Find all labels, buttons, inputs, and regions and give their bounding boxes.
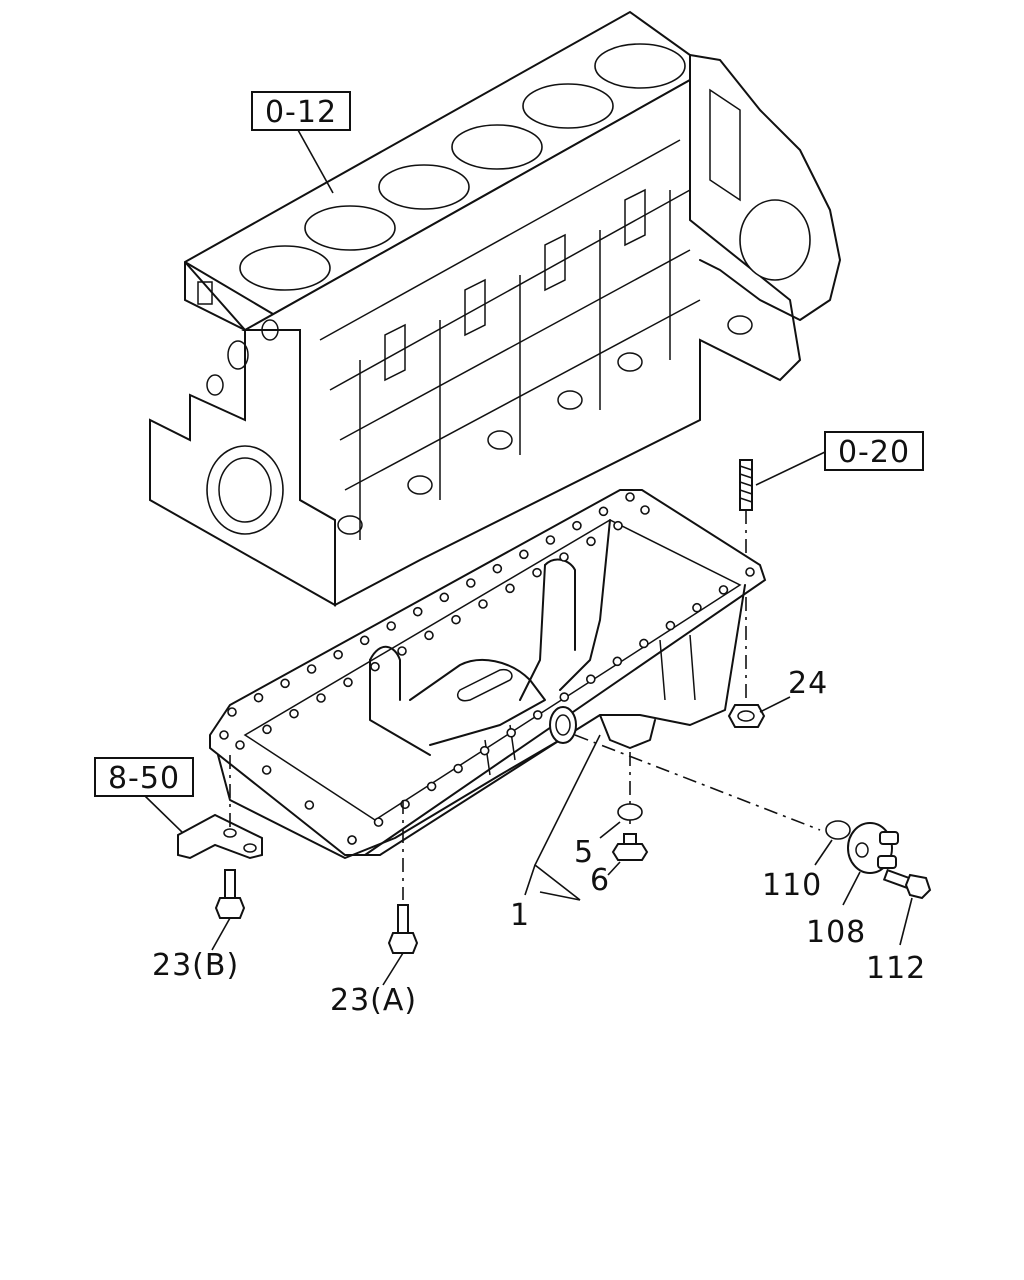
flange-bolt-hole [306,664,317,674]
flange-bolt-hole [479,745,490,756]
flange-bolt-hole [586,536,596,547]
flange-bolt-hole [612,656,623,667]
flange-bolt-hole [370,661,380,672]
flange-bolt-hole [692,602,702,613]
flange-bolt-hole [439,592,450,603]
flange-bolt-hole [492,563,503,574]
flange-bolt-hole [545,535,556,545]
callout-23a: 23(A) [330,983,417,1018]
cylinder-bore-4 [451,124,543,170]
cylinder-bore-3 [378,164,470,210]
bolt-23b [214,869,246,919]
flange-bolt-hole [465,578,476,588]
flange-bolt-hole [412,606,423,617]
reference-8-50[interactable]: 8-50 [94,757,194,797]
flange-bolt-hole [745,567,755,577]
flange-bolt-hole [235,740,245,750]
flange-bolt-hole [426,781,437,792]
flange-bolt-hole [559,552,569,562]
flange-bolt-hole [333,649,343,660]
o-ring-110 [825,820,851,840]
reference-0-12[interactable]: 0-12 [251,91,351,131]
flange-bolt-hole [397,646,407,656]
callout-1: 1 [510,898,530,933]
flange-bolt-hole [359,635,370,646]
flange-bolt-hole [718,585,729,595]
bolt-112 [882,868,932,900]
flange-bolt-hole [227,707,237,717]
flange-bolt-hole [424,630,434,641]
callout-108: 108 [806,915,866,950]
flange-bolt-hole [261,765,272,775]
flange-bolt-hole [532,567,542,578]
flange-bolt-hole [262,724,272,735]
flange-bolt-hole [316,693,326,703]
flange-bolt-hole [343,677,353,688]
flange-bolt-hole [280,678,290,689]
cylinder-block [149,10,841,607]
callout-112: 112 [866,951,926,986]
flange-bolt-hole [478,599,488,609]
cover-108 [847,822,899,874]
cylinder-bore-2 [304,205,396,251]
flange-bolt-hole [506,727,517,738]
flange-bolt-hole [386,621,397,631]
callout-6: 6 [590,863,610,898]
flange-bolt-hole [347,835,357,845]
flange-bolt-holes [219,492,755,845]
bracket [177,813,263,860]
callout-23b: 23(B) [152,948,239,983]
cylinder-bore-1 [239,245,331,291]
bolt-23a [387,904,419,954]
flange-bolt-hole [559,692,570,702]
flange-bolt-hole [640,505,650,515]
flange-nut-24 [727,704,766,728]
callout-24: 24 [788,666,828,701]
flange-bolt-hole [585,674,596,685]
flange-bolt-hole [451,614,461,625]
flange-bolt-hole [598,506,609,517]
reference-label: 0-12 [265,95,337,130]
oil-pan [209,489,767,859]
flange-bolt-hole [665,620,676,631]
reference-0-20[interactable]: 0-20 [824,431,924,471]
flange-bolt-hole [373,817,384,827]
cylinder-bore-6 [594,43,686,89]
flange-bolt-hole [625,492,635,502]
cylinder-bore-5 [522,83,614,129]
o-ring-5 [617,803,643,821]
flange-bolt-hole [453,763,463,774]
callout-5: 5 [574,835,594,870]
flange-bolt-hole [639,638,649,649]
flange-bolt-hole [572,520,582,531]
flange-bolt-hole [532,710,543,720]
reference-label: 8-50 [108,761,180,796]
flange-bolt-hole [219,730,229,740]
reference-label: 0-20 [838,435,910,470]
flange-bolt-hole [304,800,315,810]
flange-bolt-hole [505,583,515,594]
flange-bolt-hole [289,708,299,719]
stud [739,459,753,511]
flange-bolt-hole [613,520,623,531]
flange-bolt-hole [253,692,264,703]
callout-110: 110 [762,868,822,903]
drain-plug-6 [611,833,649,861]
flange-bolt-hole [519,549,529,560]
